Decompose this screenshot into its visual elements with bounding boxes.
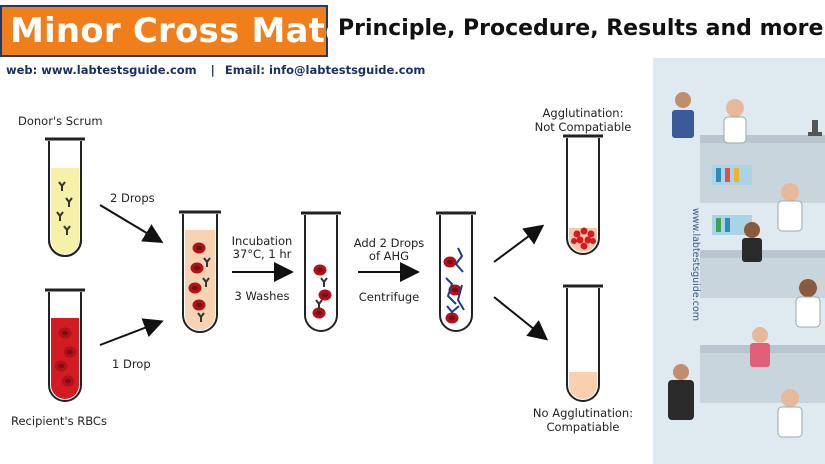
contact-line: web: www.labtestsguide.com | Email: info… [6, 63, 431, 77]
mixing-tube [179, 210, 221, 333]
arrow-to-no-agglutination [493, 296, 549, 341]
no-agglutination-label: No Agglutination: [532, 406, 634, 420]
header-banner: Minor Cross Match Principle, Procedure, … [0, 0, 825, 58]
page-subtitle: Principle, Procedure, Results and more [338, 16, 824, 41]
no-agglutination-tube [563, 284, 603, 402]
lab-scientists-illustration [668, 92, 825, 438]
centrifuge-label: Centrifuge [358, 290, 420, 304]
compatible-label: Compatiable [546, 420, 620, 434]
ahg-label-2: of AHG [368, 249, 410, 263]
recipient-rbcs-label: Recipient's RBCs [11, 414, 107, 428]
panel-divider [645, 58, 653, 464]
ahg-label: Add 2 Drops [353, 236, 425, 250]
page-title: Minor Cross Match [10, 11, 370, 51]
ahg-crosslinks [445, 247, 465, 314]
agglutination-tube [563, 134, 603, 255]
incubation-temp-label: 37°C, 1 hr [232, 247, 292, 261]
donor-serum-tube [45, 137, 85, 257]
agglutinated-rbc-clump [571, 227, 596, 250]
incubation-label: Incubation [231, 234, 293, 248]
title-box: Minor Cross Match [0, 5, 370, 57]
arrow-to-agglutination [493, 224, 545, 263]
antibody-icons-serum [56, 181, 73, 235]
panel-watermark: www.labtestsguide.com [690, 208, 701, 321]
email-link[interactable]: Email: info@labtestsguide.com [224, 63, 426, 77]
agglutination-label: Agglutination: [542, 106, 624, 120]
recipient-rbc-tube [45, 288, 85, 402]
two-drops-label: 2 Drops [110, 191, 155, 205]
arrow-serum-to-mix [99, 204, 164, 244]
donor-serum-label: Donor's Scrum [18, 114, 103, 128]
not-compatible-label: Not Compatiable [534, 120, 632, 134]
one-drop-label: 1 Drop [112, 357, 151, 371]
washes-label: 3 Washes [234, 289, 290, 303]
washed-tube [301, 211, 341, 332]
arrow-rbc-to-mix [99, 318, 164, 346]
contact-separator: | [210, 63, 215, 77]
ahg-tube [436, 211, 476, 332]
website-link[interactable]: web: www.labtestsguide.com [6, 63, 197, 77]
